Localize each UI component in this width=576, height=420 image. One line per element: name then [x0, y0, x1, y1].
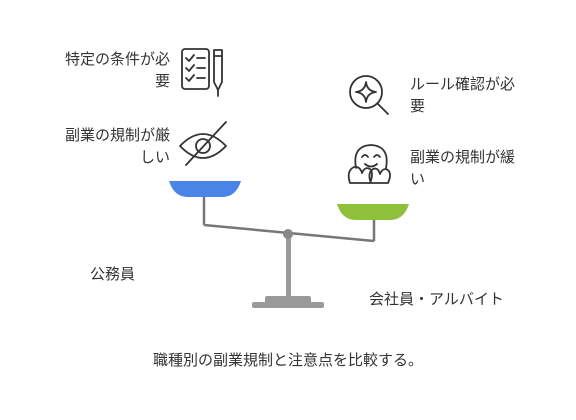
right-group-label: 会社員・アルバイト [369, 290, 504, 308]
scale-base-top [265, 296, 311, 303]
right-item-1: ルール確認が必 要 [410, 75, 516, 115]
checklist-pen-icon [181, 48, 223, 97]
scale-post [286, 236, 291, 298]
caption: 職種別の副業規制と注意点を比較する。 [152, 351, 423, 369]
left-item-1: 特定の条件が必 要 [64, 50, 170, 90]
left-pan [169, 181, 241, 197]
scale-base [252, 302, 324, 308]
eye-off-icon [179, 121, 227, 166]
right-item-2: 副業の規制が緩 い [410, 148, 516, 188]
scale-pivot [283, 229, 293, 239]
happy-face-icon [347, 144, 391, 184]
left-item-2: 副業の規制が厳 しい [64, 126, 170, 166]
search-sparkle-icon [349, 75, 389, 115]
right-pan [337, 204, 409, 220]
left-group-label: 公務員 [90, 265, 136, 283]
